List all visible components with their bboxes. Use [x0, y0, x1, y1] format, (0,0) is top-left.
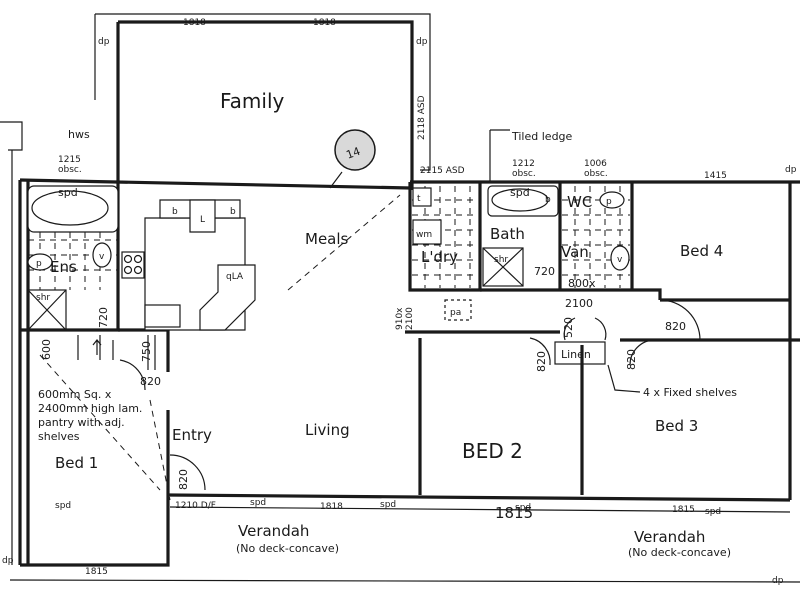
fixture-dp-bl: dp	[2, 556, 14, 566]
fixture-wm: wm	[416, 230, 432, 240]
dim-bottom-1815-right: 1815	[672, 505, 695, 515]
room-bed1: Bed 1	[55, 454, 98, 472]
dim-asd-2118: 2118 ASD	[417, 95, 427, 140]
dim-820-pantry: 820	[140, 375, 161, 388]
dim-1210-df: 1210 D/F	[175, 501, 216, 511]
fixture-spd-v1: spd	[250, 498, 266, 508]
dim-bottom-1818: 1818	[320, 502, 343, 512]
fixture-b2: b	[230, 207, 236, 217]
dim-obsc-label-1: obsc.	[58, 165, 82, 175]
fixture-dp-tl: dp	[98, 37, 110, 47]
fixture-dp-tr: dp	[416, 37, 428, 47]
fixture-dp-br: dp	[772, 576, 784, 586]
inner-lines	[0, 13, 800, 583]
dim-820-bed2: 820	[535, 351, 548, 372]
walls	[18, 20, 800, 567]
note-pantry-line-3: pantry with adj.	[38, 416, 125, 429]
dim-obsc-1006: 1006	[584, 159, 607, 169]
room-van: Van	[561, 243, 589, 261]
dim-obsc-1212: 1212	[512, 159, 535, 169]
dim-820-bed1: 820	[177, 469, 190, 490]
dim-910x: 910x	[395, 307, 405, 330]
fixture-shr-ens: shr	[36, 293, 50, 303]
room-ens: Ens	[50, 258, 77, 276]
dim-obsc-1215: 1215	[58, 155, 81, 165]
dim-top-1818-a: 1818	[183, 18, 206, 28]
fixture-spd-ens: spd	[58, 186, 78, 199]
verandah-right: Verandah	[634, 528, 705, 546]
note-tiled-ledge: Tiled ledge	[511, 130, 573, 143]
dim-obsc-label-3: obsc.	[584, 169, 608, 179]
fixture-spd-v4: spd	[705, 507, 721, 517]
note-fixed-shelves: 4 x Fixed shelves	[643, 386, 737, 399]
dim-bottom-1815-mid: 1815	[495, 504, 533, 522]
room-bed2: BED 2	[462, 439, 523, 463]
fixture-qla: qLA	[226, 272, 244, 282]
dim-top-1818-b: 1818	[313, 18, 336, 28]
note-no-deck-left: (No deck-concave)	[236, 542, 339, 555]
fixture-l: L	[200, 215, 205, 225]
dim-obsc-label-2: obsc.	[512, 169, 536, 179]
note-hws: hws	[68, 128, 90, 141]
fixture-spd-v5: spd	[55, 501, 71, 511]
dim-800x: 800x	[568, 277, 596, 290]
dim-520: 520	[562, 317, 575, 338]
dim-bottom-1815-left: 1815	[85, 567, 108, 577]
fixture-b3: b	[545, 195, 551, 205]
room-ldry: L'dry	[421, 248, 458, 266]
circle-mark-label: 14	[344, 145, 362, 162]
note-pantry-line-4: shelves	[38, 430, 80, 443]
room-meals: Meals	[305, 230, 349, 248]
note-pantry-line-1: 600mm Sq. x	[38, 388, 112, 401]
room-living: Living	[305, 421, 350, 439]
dim-820-bed4: 820	[665, 320, 686, 333]
verandah-left: Verandah	[238, 522, 309, 540]
fixture-pa: pa	[450, 308, 461, 318]
dim-asd-2115: 2115 ASD	[420, 166, 465, 176]
fixture-spd-bath: spd	[510, 186, 530, 199]
note-pantry-line-2: 2400mm high lam.	[38, 402, 142, 415]
fixture-spd-v3: spd	[515, 503, 531, 513]
dim-600: 600	[40, 339, 53, 360]
dim-2100: 2100	[565, 297, 593, 310]
fixture-v-ens: v	[99, 252, 105, 262]
dim-720-ens: 720	[97, 307, 110, 328]
dim-820-bed3: 820	[625, 349, 638, 370]
room-bath: Bath	[490, 225, 525, 243]
room-entry: Entry	[172, 426, 212, 444]
room-bed3: Bed 3	[655, 417, 698, 435]
dim-2100-vertical: 2100	[405, 307, 415, 330]
fixture-p-ens: p	[36, 259, 42, 269]
room-bed4: Bed 4	[680, 242, 723, 260]
room-wc: WC	[567, 193, 592, 211]
fixture-t: t	[417, 194, 421, 204]
room-linen: Linen	[561, 348, 591, 361]
dim-750: 750	[140, 341, 153, 362]
fixture-v-van: v	[617, 255, 623, 265]
dim-720-bath: 720	[534, 265, 555, 278]
room-family: Family	[220, 89, 285, 113]
fixture-dp-r: dp	[785, 165, 797, 175]
fixture-shr-bath: shr	[494, 255, 508, 265]
door-swings	[119, 299, 701, 491]
fixture-spd-v2: spd	[380, 500, 396, 510]
dim-top-1415: 1415	[704, 171, 727, 181]
fixture-b1: b	[172, 207, 178, 217]
fixture-p-wc: p	[606, 197, 612, 207]
note-no-deck-right: (No deck-concave)	[628, 546, 731, 559]
